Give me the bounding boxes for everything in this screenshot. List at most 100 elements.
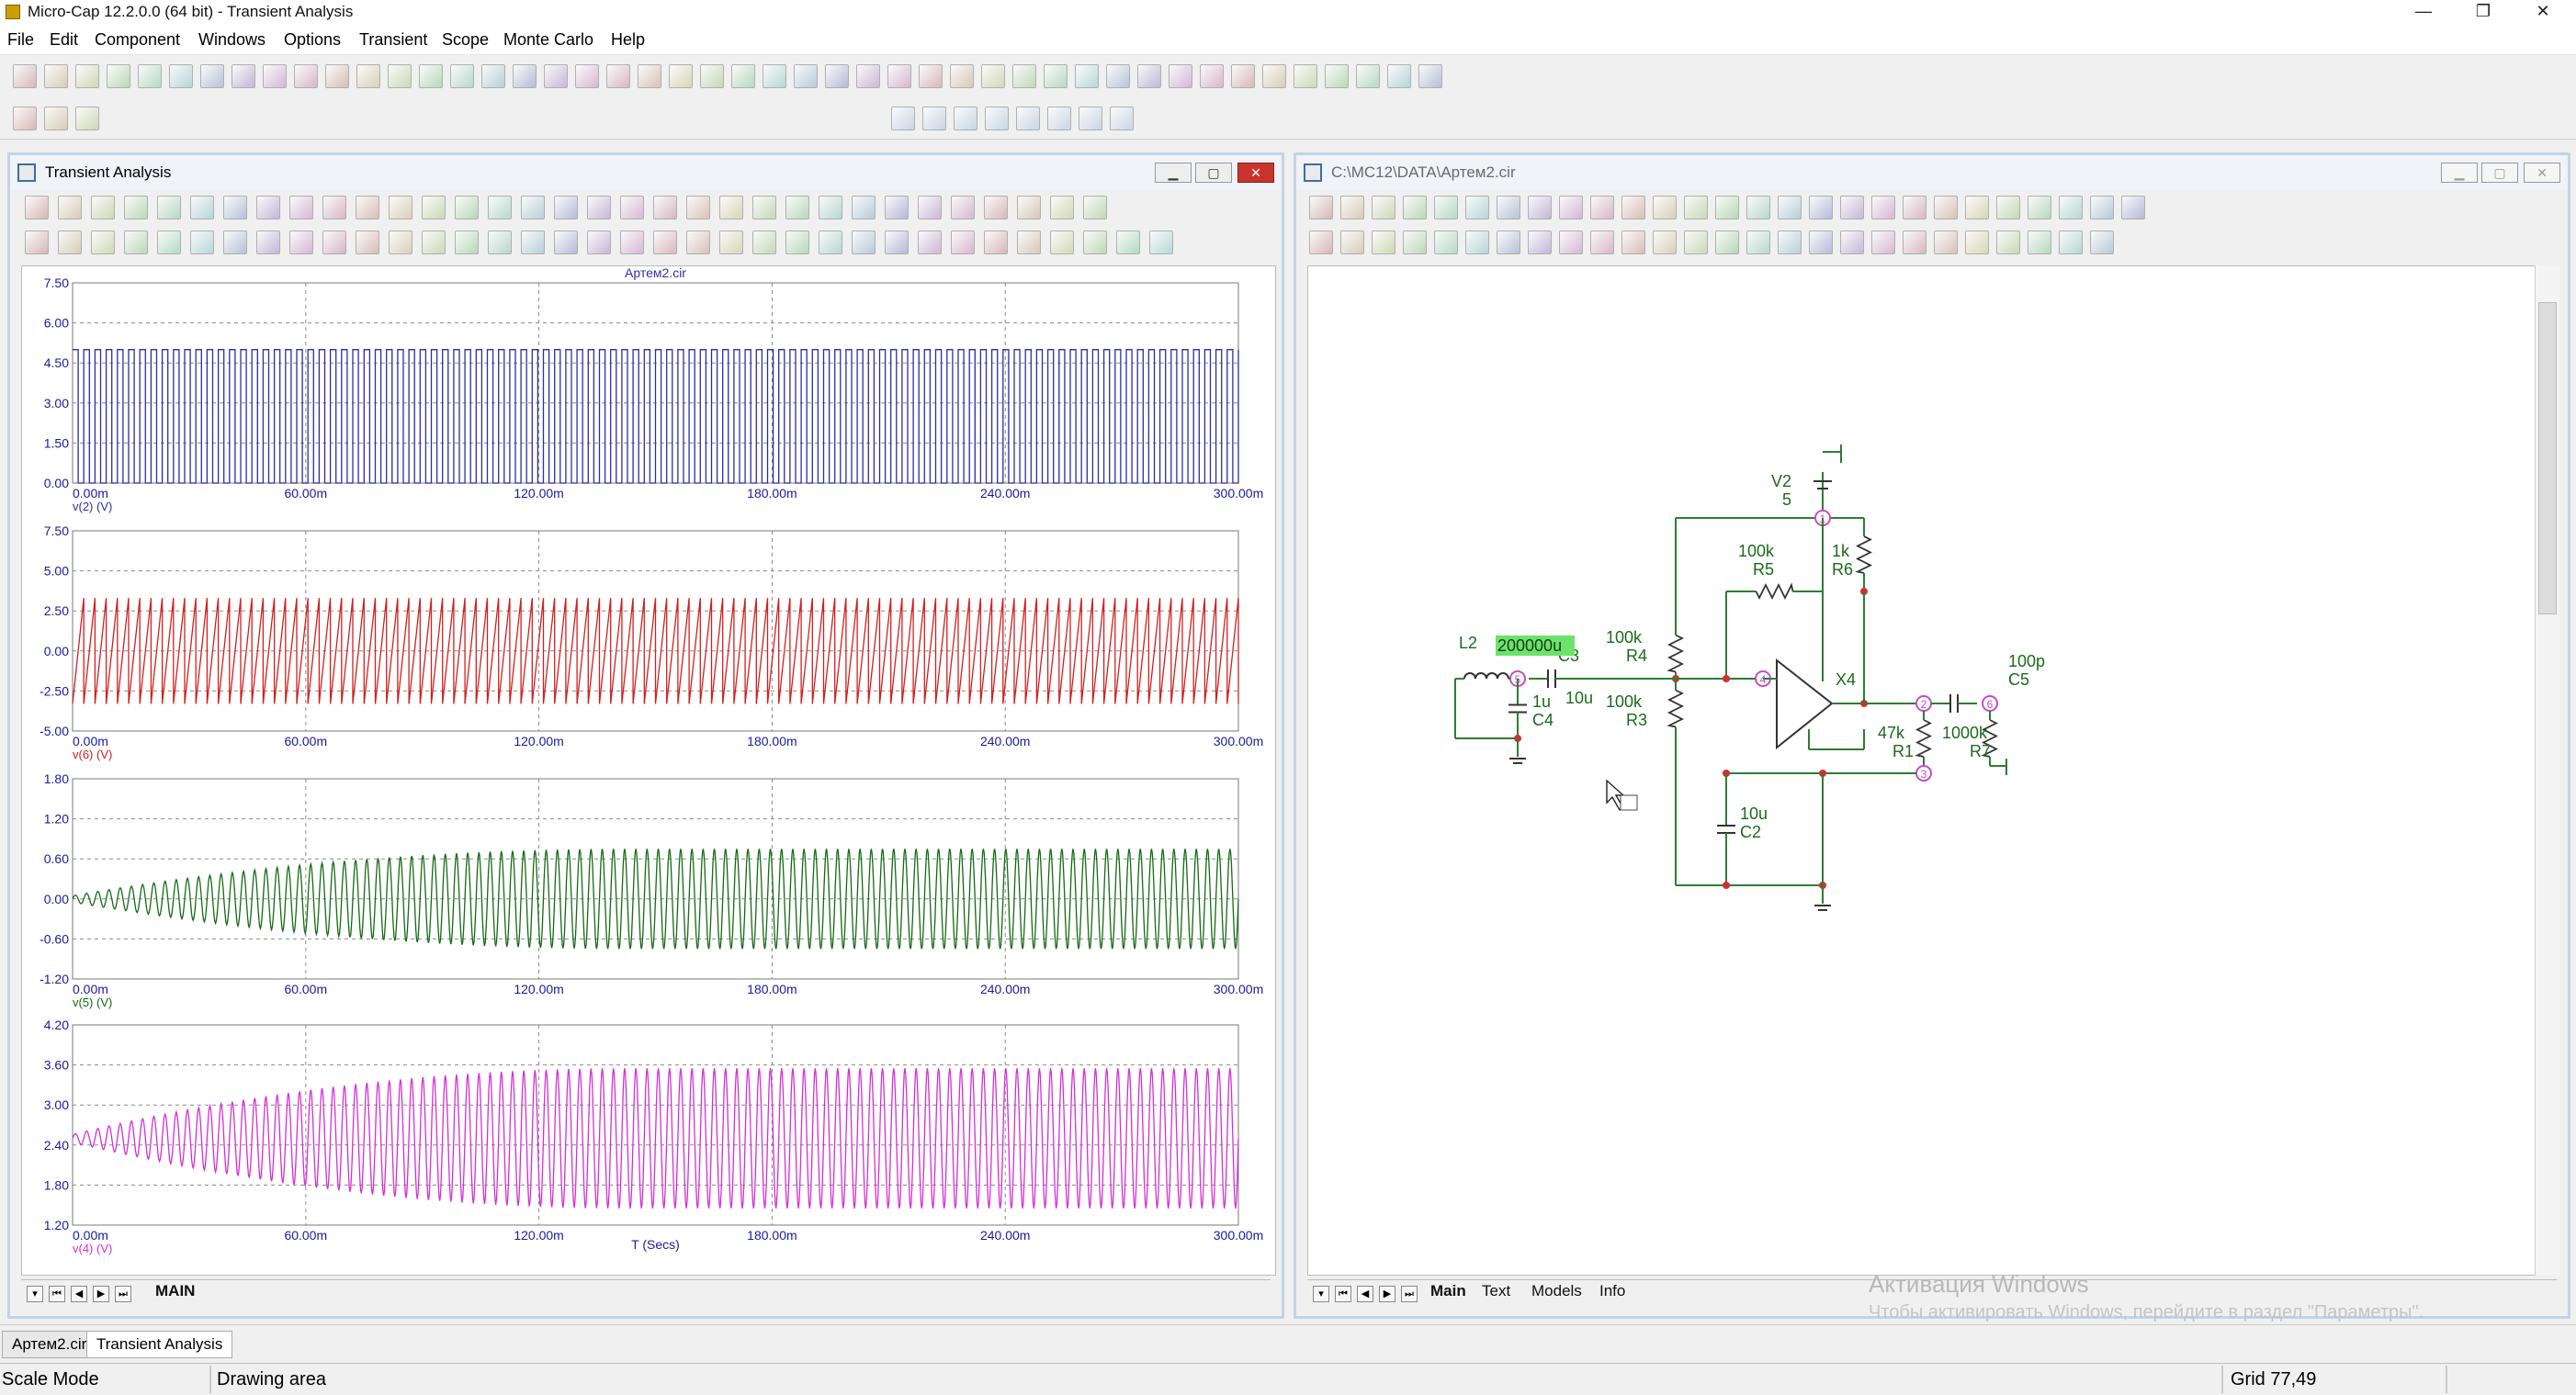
toolbar-button-icon[interactable] [1559, 231, 1583, 254]
analysis-tool-icon[interactable] [1079, 107, 1102, 130]
page-down-icon[interactable]: ▾ [27, 1286, 43, 1302]
toolbar-button-icon[interactable] [2121, 196, 2145, 219]
menu-component[interactable]: Component [95, 30, 181, 49]
doc-tab-transient[interactable]: Transient Analysis [86, 1331, 233, 1358]
toolbar-button-icon[interactable] [919, 64, 943, 88]
toolbar-button-icon[interactable] [719, 196, 743, 219]
menu-file[interactable]: File [7, 30, 35, 49]
tab-info[interactable]: Info [1599, 1282, 1626, 1299]
toolbar-button-icon[interactable] [669, 64, 693, 88]
toolbar-button-icon[interactable] [75, 107, 99, 130]
toolbar-button-icon[interactable] [885, 196, 909, 219]
toolbar-button-icon[interactable] [984, 231, 1008, 254]
toolbar-button-icon[interactable] [1684, 231, 1708, 254]
toolbar-button-icon[interactable] [1137, 64, 1161, 88]
analysis-tool-icon[interactable] [1110, 107, 1134, 130]
toolbar-button-icon[interactable] [1294, 64, 1317, 88]
toolbar-button-icon[interactable] [1934, 196, 1958, 219]
toolbar-button-icon[interactable] [653, 196, 677, 219]
next-page-icon[interactable]: ▶ [1379, 1286, 1395, 1302]
toolbar-button-icon[interactable] [785, 231, 809, 254]
schematic-canvas[interactable]: V2511kR6100kR5100kR4100kR34C310u5L220000… [1307, 265, 2538, 1276]
toolbar-button-icon[interactable] [731, 64, 755, 88]
toolbar-button-icon[interactable] [856, 64, 880, 88]
toolbar-button-icon[interactable] [1403, 196, 1427, 219]
toolbar-button-icon[interactable] [91, 231, 115, 254]
toolbar-button-icon[interactable] [2028, 231, 2051, 254]
toolbar-button-icon[interactable] [638, 64, 661, 88]
toolbar-button-icon[interactable] [1965, 196, 1989, 219]
analysis-tool-icon[interactable] [891, 107, 915, 130]
toolbar-button-icon[interactable] [763, 64, 786, 88]
toolbar-button-icon[interactable] [25, 231, 49, 254]
toolbar-button-icon[interactable] [1434, 196, 1458, 219]
toolbar-button-icon[interactable] [13, 107, 37, 130]
toolbar-button-icon[interactable] [1840, 196, 1864, 219]
restore-button[interactable]: ❐ [2475, 2, 2491, 20]
redo-icon[interactable] [232, 64, 255, 88]
toolbar-button-icon[interactable] [1559, 196, 1583, 219]
toolbar-button-icon[interactable] [575, 64, 599, 88]
toolbar-button-icon[interactable] [1083, 231, 1107, 254]
toolbar-button-icon[interactable] [289, 196, 313, 219]
toolbar-button-icon[interactable] [1497, 196, 1520, 219]
toolbar-button-icon[interactable] [719, 231, 743, 254]
toolbar-button-icon[interactable] [1418, 64, 1442, 88]
scrollbar-thumb[interactable] [2538, 302, 2557, 614]
next-page-icon[interactable]: ▶ [93, 1286, 109, 1302]
child-maximize-button[interactable]: ▢ [1195, 163, 1232, 183]
new-icon[interactable] [13, 64, 37, 88]
toolbar-button-icon[interactable] [752, 231, 776, 254]
toolbar-button-icon[interactable] [513, 64, 537, 88]
toolbar-button-icon[interactable] [1778, 196, 1802, 219]
toolbar-button-icon[interactable] [1778, 231, 1802, 254]
toolbar-button-icon[interactable] [620, 196, 644, 219]
toolbar-button-icon[interactable] [1809, 196, 1833, 219]
first-page-icon[interactable]: ⏮ [49, 1286, 65, 1302]
menu-edit[interactable]: Edit [50, 30, 79, 49]
toolbar-button-icon[interactable] [620, 231, 644, 254]
toolbar-button-icon[interactable] [58, 231, 82, 254]
toolbar-button-icon[interactable] [1465, 196, 1489, 219]
toolbar-button-icon[interactable] [885, 231, 909, 254]
analysis-tool-icon[interactable] [1016, 107, 1040, 130]
page-down-icon[interactable]: ▾ [1313, 1286, 1329, 1302]
toolbar-button-icon[interactable] [455, 231, 479, 254]
toolbar-button-icon[interactable] [544, 64, 568, 88]
toolbar-button-icon[interactable] [1684, 196, 1708, 219]
toolbar-button-icon[interactable] [1653, 231, 1677, 254]
toolbar-button-icon[interactable] [1653, 196, 1677, 219]
toolbar-button-icon[interactable] [1017, 196, 1041, 219]
analysis-tool-icon[interactable] [985, 107, 1009, 130]
toolbar-button-icon[interactable] [887, 64, 911, 88]
save-all-icon[interactable] [107, 64, 130, 88]
toolbar-button-icon[interactable] [686, 231, 710, 254]
close-button[interactable]: ✕ [2536, 2, 2550, 20]
prev-page-icon[interactable]: ◀ [1357, 1286, 1373, 1302]
toolbar-button-icon[interactable] [825, 64, 849, 88]
child-close-button[interactable]: ✕ [1237, 163, 1274, 183]
toolbar-button-icon[interactable] [1116, 231, 1140, 254]
toolbar-button-icon[interactable] [1083, 196, 1107, 219]
paste-icon[interactable] [325, 64, 349, 88]
toolbar-button-icon[interactable] [356, 196, 379, 219]
toolbar-button-icon[interactable] [1149, 231, 1173, 254]
minimize-button[interactable]: — [2415, 2, 2432, 20]
toolbar-button-icon[interactable] [852, 231, 876, 254]
print-icon[interactable] [169, 64, 193, 88]
toolbar-button-icon[interactable] [450, 64, 474, 88]
toolbar-button-icon[interactable] [1809, 231, 1833, 254]
last-page-icon[interactable]: ⏭ [115, 1286, 131, 1302]
toolbar-button-icon[interactable] [1528, 231, 1552, 254]
toolbar-button-icon[interactable] [1017, 231, 1041, 254]
menu-monte-carlo[interactable]: Monte Carlo [503, 30, 594, 49]
save-icon[interactable] [75, 64, 99, 88]
toolbar-button-icon[interactable] [256, 231, 280, 254]
open-icon[interactable] [44, 64, 68, 88]
tab-models[interactable]: Models [1531, 1282, 1582, 1299]
toolbar-button-icon[interactable] [1403, 231, 1427, 254]
toolbar-button-icon[interactable] [1965, 231, 1989, 254]
toolbar-button-icon[interactable] [1309, 231, 1333, 254]
